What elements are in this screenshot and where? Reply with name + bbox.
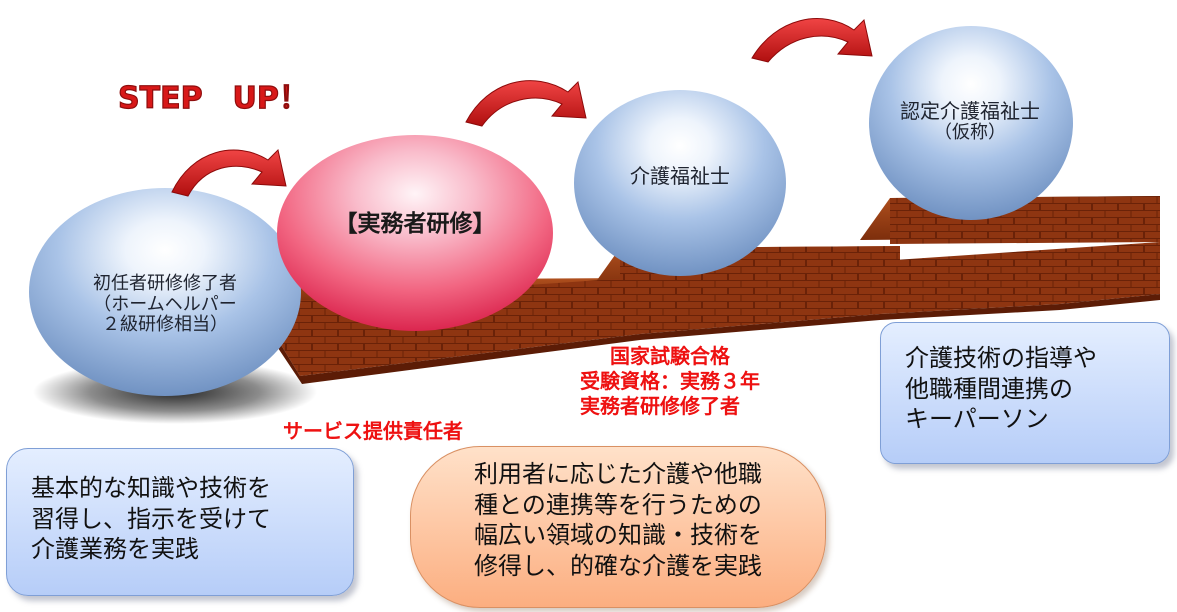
care-worker-label: 介護福祉士 (590, 165, 770, 188)
description-line: 介護技術の指導や (905, 344, 1097, 372)
circle-step-care-worker (574, 90, 786, 276)
description-line: 基本的な知識や技術を (31, 474, 271, 502)
description-line: 修得し、的確な介護を実践 (474, 552, 762, 581)
beginner-label: 初任者研修修了者 （ホームヘルパー ２級研修相当） (45, 273, 285, 336)
practitioner-label-line: 【実務者研修】 (334, 211, 496, 237)
practitioner-description-box: 利用者に応じた介護や他職 種との連携等を行うための 幅広い領域の知識・技術を 修… (410, 446, 826, 608)
beginner-label-line: ２級研修相当） (102, 314, 228, 336)
care-worker-label-line: 介護福祉士 (630, 164, 730, 188)
beginner-label-line: （ホームヘルパー (93, 293, 237, 315)
certified-description-box: 介護技術の指導や 他職種間連携の キーパーソン (880, 322, 1170, 464)
certified-label-line: 認定介護福祉士 (900, 99, 1040, 123)
exam-condition-line: 実務者研修修了者 (580, 394, 740, 418)
description-line: 利用者に応じた介護や他職 (474, 460, 762, 488)
description-line: 幅広い領域の知識・技術を (474, 521, 762, 550)
circle-step-practitioner (277, 135, 553, 331)
circle-step-certified (869, 26, 1073, 220)
certified-label: 認定介護福祉士 （仮称） (870, 100, 1070, 144)
description-line: キーパーソン (905, 405, 1049, 434)
service-manager-annotation: サービス提供責任者 (283, 419, 463, 443)
exam-conditions: 国家試験合格 受験資格：実務３年 実務者研修修了者 (580, 344, 760, 419)
circle-step-beginner (29, 188, 301, 396)
headline-step-up: STEP UP！ (118, 81, 309, 116)
exam-condition-line: 国家試験合格 (610, 344, 730, 368)
description-line: 介護業務を実践 (31, 535, 199, 564)
description-line: 習得し、指示を受けて (31, 504, 271, 533)
beginner-label-line: 初任者研修修了者 (93, 273, 237, 294)
step-arrow-icon (751, 18, 873, 63)
certified-label-line: （仮称） (934, 122, 1006, 143)
step-arrow-icon (171, 149, 287, 197)
exam-condition-line: 受験資格：実務３年 (580, 369, 760, 393)
description-line: 他職種間連携の (905, 374, 1073, 403)
practitioner-label: 【実務者研修】 (290, 211, 540, 237)
description-line: 種との連携等を行うための (474, 490, 762, 519)
basic-description-box: 基本的な知識や技術を 習得し、指示を受けて 介護業務を実践 (6, 448, 354, 596)
step-arrow-icon (465, 80, 587, 127)
